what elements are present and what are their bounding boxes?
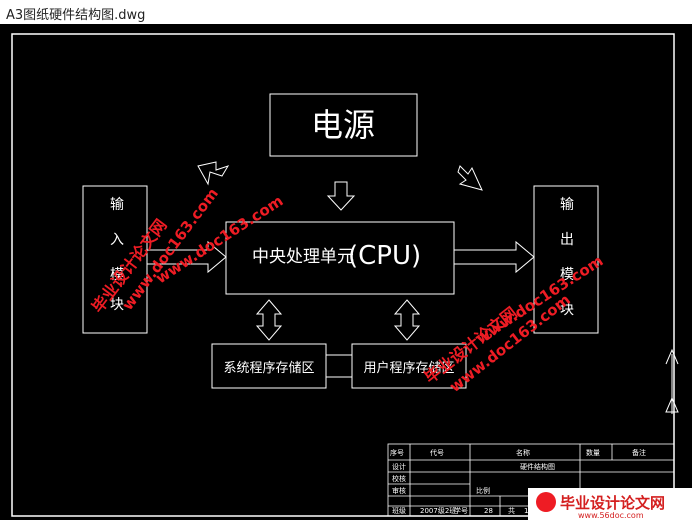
arrow-cpu-to-output — [453, 240, 535, 274]
header-remarks: 备注 — [632, 448, 646, 457]
input-char: 输 — [110, 197, 124, 213]
row-design: 设计 — [392, 462, 406, 471]
drawing-frame — [11, 33, 675, 517]
corner-logo: 毕业设计论文网 www.56doc.com — [528, 488, 692, 520]
system-storage-block: 系统程序存储区 — [211, 343, 327, 389]
output-char: 块 — [560, 302, 574, 318]
input-char: 块 — [110, 297, 124, 313]
ucs-icon — [665, 348, 679, 414]
student-no-label: 学号 — [454, 506, 468, 515]
total-label: 共 — [508, 506, 515, 515]
header-quantity: 数量 — [586, 448, 600, 457]
window-titlebar: A3图纸硬件结构图.dwg — [0, 0, 692, 24]
header-name: 名称 — [516, 448, 530, 457]
arrow-power-to-cpu — [326, 181, 356, 211]
total-value: 1 — [524, 507, 528, 515]
window-title: A3图纸硬件结构图.dwg — [6, 8, 146, 23]
drawing-name: 硬件结构图 — [520, 462, 555, 471]
header-code: 代号 — [430, 448, 444, 457]
drawing-canvas[interactable]: 电源 输 入 模 块 输 出 模 块 中央处理单元 (CPU) 系统程序存储区 … — [0, 24, 692, 520]
output-module-block: 输 出 模 块 — [533, 185, 599, 334]
arrow-power-to-output — [457, 165, 483, 191]
cpu-label-cn: 中央处理单元 — [252, 247, 354, 267]
user-storage-block: 用户程序存储区 — [351, 343, 467, 389]
output-char: 输 — [560, 197, 574, 213]
logo-mark-icon — [536, 492, 556, 512]
row-class: 班级 — [392, 506, 406, 515]
cpu-label-en: (CPU) — [348, 241, 421, 271]
header-index: 序号 — [390, 448, 404, 457]
corner-logo-text: 毕业设计论文网 — [560, 494, 665, 512]
row-review: 审核 — [392, 486, 406, 495]
arrow-input-to-cpu — [146, 240, 227, 274]
power-label: 电源 — [311, 106, 375, 144]
student-no-value: 28 — [484, 507, 493, 515]
user-storage-label: 用户程序存储区 — [363, 360, 454, 376]
corner-logo-url: www.56doc.com — [578, 511, 644, 520]
arrow-cpu-system-storage — [255, 299, 283, 341]
title-block-text: 序号 代号 名称 数量 备注 设计 校核 审核 班级 硬件结构图 比例 2007… — [390, 448, 646, 515]
row-check: 校核 — [392, 474, 406, 483]
arrow-cpu-user-storage — [393, 299, 421, 341]
cpu-block: 中央处理单元 (CPU) — [225, 221, 455, 295]
power-block: 电源 — [269, 93, 418, 157]
class-value: 2007级2班 — [420, 506, 456, 515]
input-char: 入 — [110, 232, 124, 248]
output-char: 出 — [560, 232, 574, 248]
arrow-power-to-input — [197, 161, 230, 186]
system-storage-label: 系统程序存储区 — [223, 361, 314, 376]
output-char: 模 — [560, 267, 574, 283]
scale-label: 比例 — [476, 486, 490, 495]
input-char: 模 — [110, 267, 124, 283]
